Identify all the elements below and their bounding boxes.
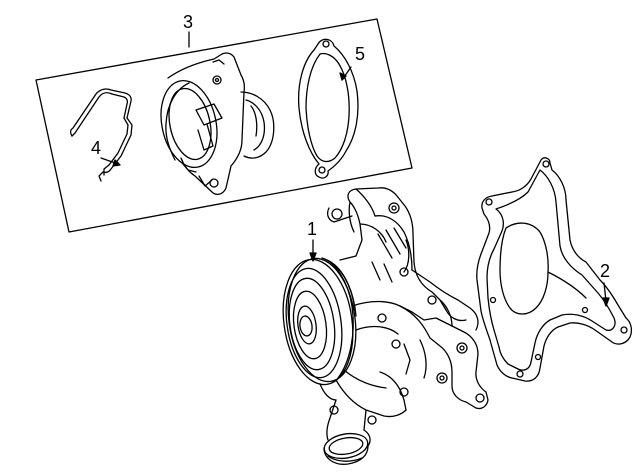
- kit-box: [35, 18, 413, 233]
- callout-4-label: 4: [91, 138, 101, 158]
- water-pump: [282, 187, 489, 465]
- leader-lines: [100, 31, 610, 307]
- retaining-clip: [69, 88, 133, 182]
- callout-5-label: 5: [355, 44, 365, 64]
- callout-2-label: 2: [600, 261, 610, 281]
- thermostat-housing: [160, 52, 275, 195]
- pump-gasket: [476, 157, 633, 382]
- callout-3-label: 3: [183, 12, 193, 32]
- callout-1-label: 1: [307, 219, 317, 239]
- housing-gasket: [297, 38, 359, 179]
